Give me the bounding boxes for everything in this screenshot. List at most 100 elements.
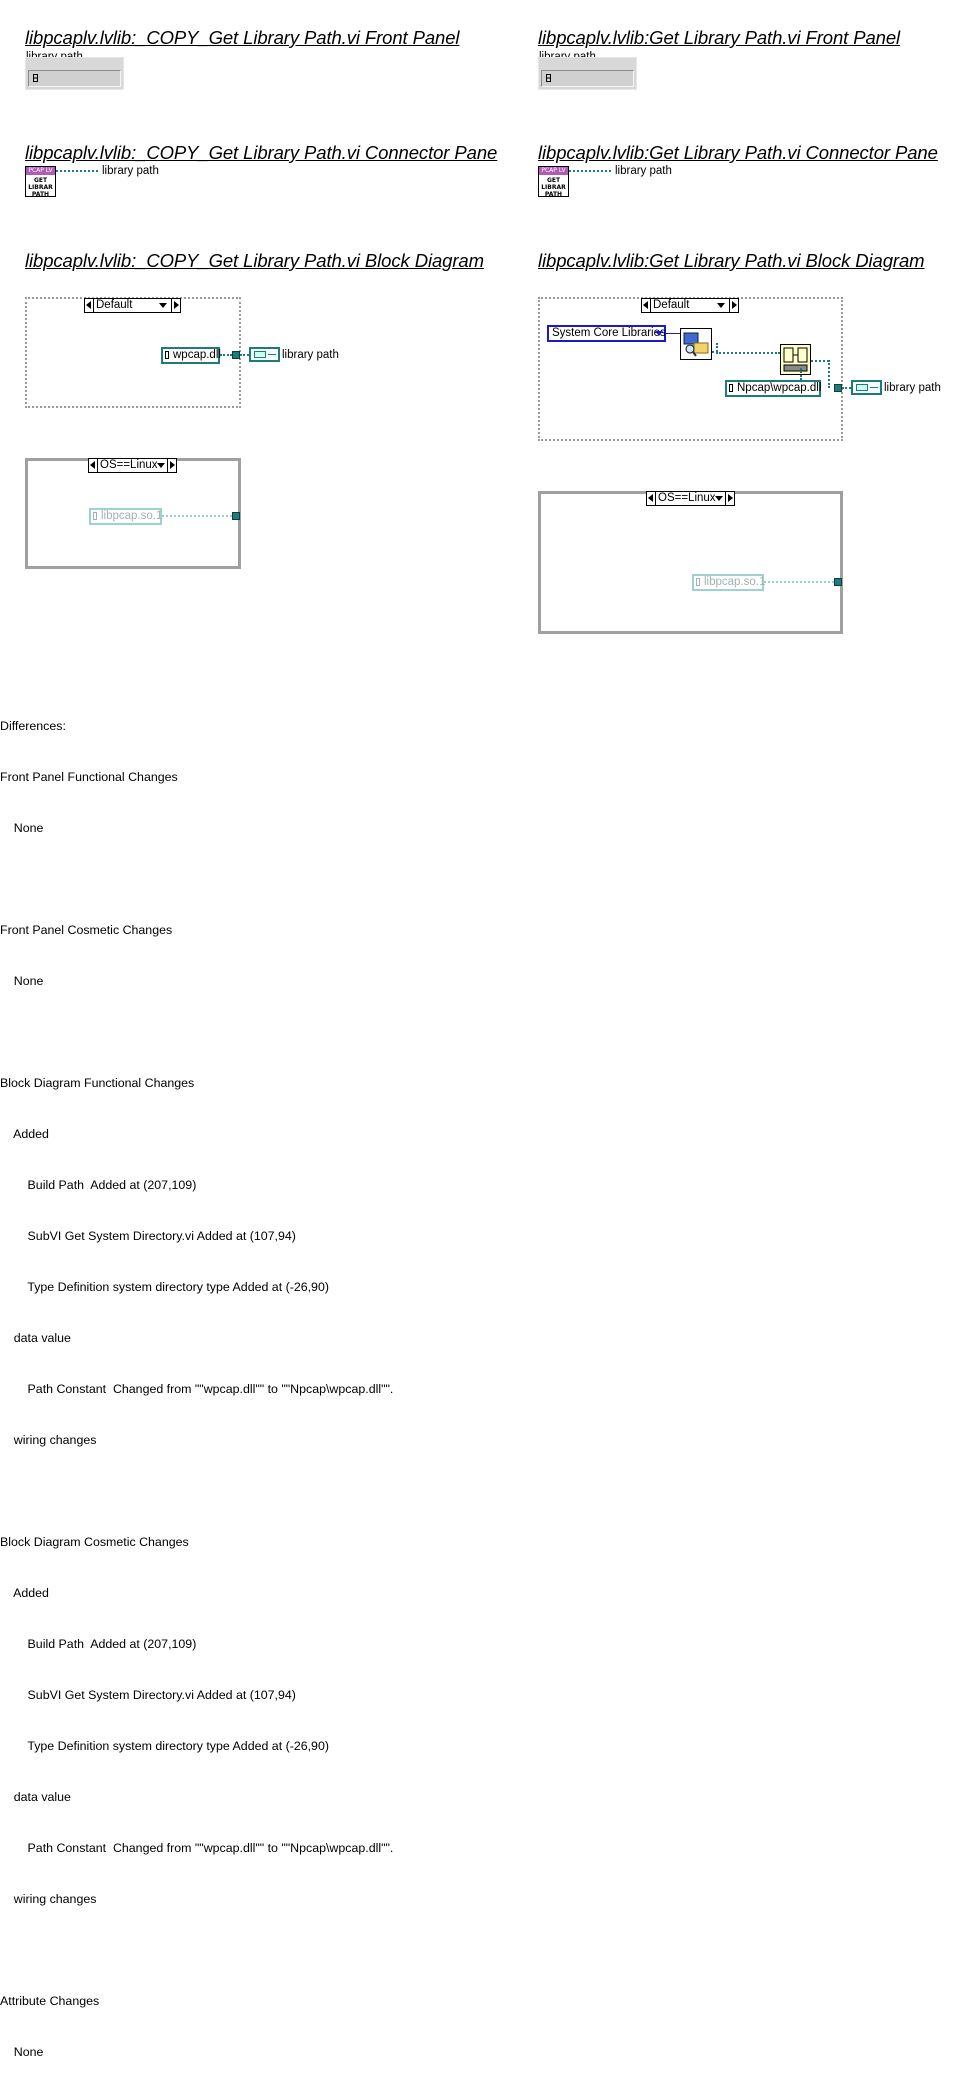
decrement-arrow-icon[interactable] (643, 301, 648, 309)
diff-line: Type Definition system directory type Ad… (0, 1280, 329, 1294)
left-wire (220, 354, 232, 356)
case-selector-label: Default (653, 299, 690, 311)
path-icon (696, 578, 700, 586)
right-block-diagram-title: libpcaplv.lvlib:Get Library Path.vi Bloc… (538, 250, 925, 271)
left-wire-out (240, 354, 249, 356)
diff-line: wiring changes (0, 1433, 97, 1447)
left-case-selector-linux[interactable]: OS==Linux (88, 458, 177, 473)
left-library-path-indicator[interactable] (249, 347, 280, 362)
left-output-tunnel (232, 351, 240, 359)
right-enum-wire (666, 333, 680, 334)
right-path-constant-npcap[interactable]: Npcap\wpcap.dll (725, 380, 821, 397)
right-output-tunnel-linux (834, 578, 842, 586)
left-path-constant-libpcap[interactable]: libpcap.so.1 (89, 508, 162, 525)
build-path-node[interactable] (780, 344, 811, 375)
decrement-arrow-icon[interactable] (86, 301, 91, 309)
left-path-constant-wpcap[interactable]: wpcap.dll (161, 347, 221, 364)
diff-line: Added (0, 1127, 49, 1141)
right-wire-a (712, 351, 718, 353)
path-icon (729, 384, 733, 392)
right-path-field[interactable] (541, 70, 634, 87)
left-indicator-label: library path (282, 349, 339, 361)
path-icon (33, 74, 38, 82)
right-wire-f (828, 360, 830, 388)
path-constant-value: wpcap.dll (173, 349, 221, 361)
case-selector-label: OS==Linux (100, 459, 158, 471)
diff-line: Block Diagram Cosmetic Changes (0, 1535, 189, 1549)
build-path-icon (783, 347, 808, 372)
computer-search-icon (683, 332, 709, 357)
right-front-panel-title: libpcaplv.lvlib:Get Library Path.vi Fron… (538, 27, 901, 48)
diff-line: Build Path Added at (207,109) (0, 1637, 197, 1651)
case-selector-label: Default (96, 299, 133, 311)
chevron-down-icon[interactable] (159, 303, 167, 308)
increment-arrow-icon[interactable] (174, 301, 179, 309)
right-connector-label: library path (615, 165, 672, 177)
increment-arrow-icon[interactable] (728, 494, 733, 502)
get-system-directory-subvi[interactable] (680, 328, 712, 360)
increment-arrow-icon[interactable] (732, 301, 737, 309)
right-library-path-indicator[interactable] (851, 380, 882, 395)
diff-line: Attribute Changes (0, 1994, 100, 2008)
path-constant-value: Npcap\wpcap.dll (737, 382, 822, 394)
left-connector-label: library path (102, 165, 159, 177)
right-system-directory-enum[interactable]: System Core Libraries (547, 325, 666, 342)
left-front-panel-title: libpcaplv.lvlib:_COPY_Get Library Path.v… (25, 27, 460, 48)
right-case-structure-linux[interactable] (538, 491, 843, 634)
decrement-arrow-icon[interactable] (648, 494, 653, 502)
diff-line: data value (0, 1790, 71, 1804)
enum-value: System Core Libraries (552, 327, 666, 339)
diff-line: data value (0, 1331, 71, 1345)
chevron-down-icon[interactable] (655, 331, 663, 336)
left-connector-title: libpcaplv.lvlib:_COPY_Get Library Path.v… (25, 142, 498, 163)
chevron-down-icon[interactable] (715, 496, 723, 501)
diff-line: Path Constant Changed from ""wpcap.dll""… (0, 1841, 394, 1855)
right-output-tunnel (834, 384, 842, 392)
path-constant-value: libpcap.so.1 (101, 510, 163, 522)
right-wire-b (716, 343, 718, 352)
left-library-path-control[interactable] (25, 57, 124, 90)
diff-line: Differences: (0, 719, 66, 733)
increment-arrow-icon[interactable] (170, 461, 175, 469)
path-icon (93, 512, 97, 520)
left-wire-linux (162, 515, 232, 517)
right-connector-wire (569, 170, 611, 172)
diff-line: Block Diagram Functional Changes (0, 1076, 195, 1090)
diff-line: None (0, 821, 44, 835)
right-connector-title: libpcaplv.lvlib:Get Library Path.vi Conn… (538, 142, 938, 163)
diff-line: wiring changes (0, 1892, 97, 1906)
right-wire-linux (764, 581, 834, 583)
right-indicator-label: library path (884, 382, 941, 394)
path-icon (165, 351, 169, 359)
vi-icon-band: PCAP LV (26, 167, 55, 175)
diff-line (0, 1483, 393, 1500)
right-case-selector-default[interactable]: Default (641, 298, 739, 313)
diff-line (0, 1024, 393, 1041)
differences-report: Differences: Front Panel Functional Chan… (0, 684, 393, 2078)
diff-line: SubVI Get System Directory.vi Added at (… (0, 1229, 296, 1243)
left-block-diagram-title: libpcaplv.lvlib:_COPY_Get Library Path.v… (25, 250, 484, 271)
chevron-down-icon[interactable] (717, 303, 725, 308)
diff-line: Front Panel Functional Changes (0, 770, 178, 784)
diff-line: Added (0, 1586, 49, 1600)
path-icon (546, 74, 551, 82)
chevron-down-icon[interactable] (157, 463, 165, 468)
right-case-selector-linux[interactable]: OS==Linux (646, 491, 735, 506)
left-path-field[interactable] (28, 70, 121, 87)
diff-line: None (0, 974, 44, 988)
vi-icon-band: PCAP LV (539, 167, 568, 175)
right-wire-c (716, 352, 780, 354)
case-selector-label: OS==Linux (658, 492, 716, 504)
right-library-path-control[interactable] (538, 57, 637, 90)
right-path-constant-libpcap[interactable]: libpcap.so.1 (692, 574, 765, 591)
left-case-selector-default[interactable]: Default (84, 298, 181, 313)
diff-line: SubVI Get System Directory.vi Added at (… (0, 1688, 296, 1702)
right-wire-out (842, 387, 851, 389)
diff-line: Type Definition system directory type Ad… (0, 1739, 329, 1753)
left-output-tunnel-linux (232, 512, 240, 520)
right-wire-e (811, 360, 829, 362)
decrement-arrow-icon[interactable] (90, 461, 95, 469)
